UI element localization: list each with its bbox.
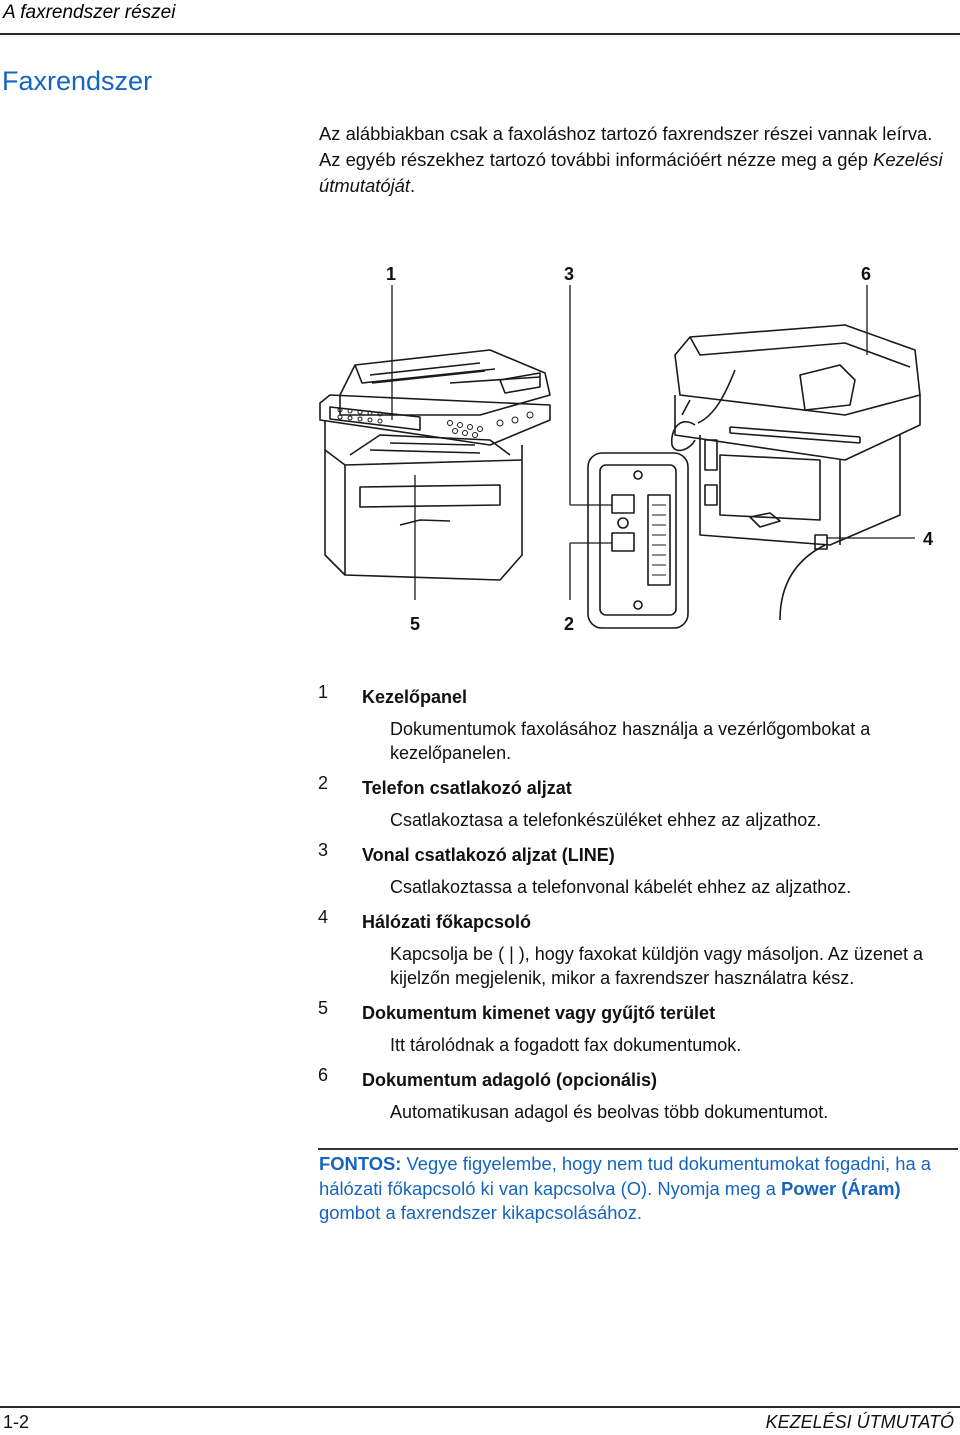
power-key-name: Power (Áram) — [781, 1177, 901, 1199]
part-title: Dokumentum kimenet vagy gyűjtő terület — [362, 1003, 716, 1023]
jack-panel-detail — [587, 452, 689, 629]
part-title: Vonal csatlakozó aljzat (LINE) — [362, 845, 615, 865]
important-note: FONTOS: Vegye figyelembe, hogy nem tud d… — [319, 1152, 959, 1226]
list-item: 6 Dokumentum adagoló (opcionális) Automa… — [318, 1065, 958, 1124]
list-item: 5 Dokumentum kimenet vagy gyűjtő terület… — [318, 998, 958, 1057]
intro-text: Az alábbiakban csak a faxoláshoz tartozó… — [319, 123, 933, 170]
section-title: Faxrendszer — [2, 66, 153, 96]
callout-2: 2 — [564, 614, 574, 634]
list-item: 2 Telefon csatlakozó aljzat Csatlakoztas… — [318, 773, 958, 832]
part-description: Csatlakoztassa a telefonvonal kábelét eh… — [390, 877, 852, 897]
part-description: Dokumentumok faxolásához használja a vez… — [390, 719, 871, 763]
machine-front-view — [319, 349, 551, 581]
callout-5: 5 — [410, 614, 420, 634]
part-description: Itt tárolódnak a fogadott fax dokumentum… — [390, 1035, 742, 1055]
part-number: 3 — [318, 840, 329, 860]
intro-paragraph: Az alábbiakban csak a faxoláshoz tartozó… — [319, 121, 955, 199]
part-description: Csatlakoztasa a telefonkészüléket ehhez … — [390, 810, 822, 830]
callout-1: 1 — [386, 264, 396, 284]
part-title: Kezelőpanel — [362, 687, 468, 707]
callout-3: 3 — [564, 264, 574, 284]
parts-list: 1 Kezelőpanel Dokumentumok faxolásához h… — [318, 682, 958, 1132]
note-text-end: gombot a faxrendszer kikapcsolásához. — [319, 1202, 643, 1223]
part-description: Kapcsolja be ( | ), hogy faxokat küldjön… — [390, 944, 923, 988]
list-item: 1 Kezelőpanel Dokumentumok faxolásához h… — [318, 682, 958, 765]
part-number: 4 — [318, 907, 329, 927]
running-header-title: A faxrendszer részei — [3, 2, 176, 23]
callout-leader-lines — [391, 285, 915, 600]
note-text: Vegye figyelembe, hogy nem tud dokumentu… — [319, 1153, 932, 1199]
header-divider — [0, 33, 960, 35]
footer-divider — [0, 1406, 960, 1408]
fax-system-diagram: 1 3 6 4 5 2 — [300, 255, 960, 640]
part-description: Automatikusan adagol és beolvas több dok… — [390, 1102, 829, 1122]
manual-title: KEZELÉSI ÚTMUTATÓ — [765, 1412, 954, 1432]
part-title: Telefon csatlakozó aljzat — [362, 778, 572, 798]
part-number: 6 — [318, 1065, 329, 1085]
page-number: 1-2 — [3, 1412, 30, 1432]
intro-manual-reference: Kezelési útmutatóját — [319, 149, 943, 196]
fax-system-illustration: 1 3 6 4 5 2 — [319, 264, 933, 634]
part-title: Hálózati főkapcsoló — [362, 912, 532, 932]
list-item: 4 Hálózati főkapcsoló Kapcsolja be ( | )… — [318, 907, 958, 990]
note-label: FONTOS: — [319, 1153, 402, 1174]
part-number: 5 — [318, 998, 329, 1018]
callout-4: 4 — [923, 529, 933, 549]
part-number: 1 — [318, 682, 329, 702]
note-divider — [318, 1148, 958, 1150]
intro-end: . — [409, 175, 416, 196]
list-item: 3 Vonal csatlakozó aljzat (LINE) Csatlak… — [318, 840, 958, 899]
machine-rear-view — [670, 324, 921, 621]
part-number: 2 — [318, 773, 329, 793]
part-title: Dokumentum adagoló (opcionális) — [362, 1070, 658, 1090]
callout-6: 6 — [861, 264, 871, 284]
